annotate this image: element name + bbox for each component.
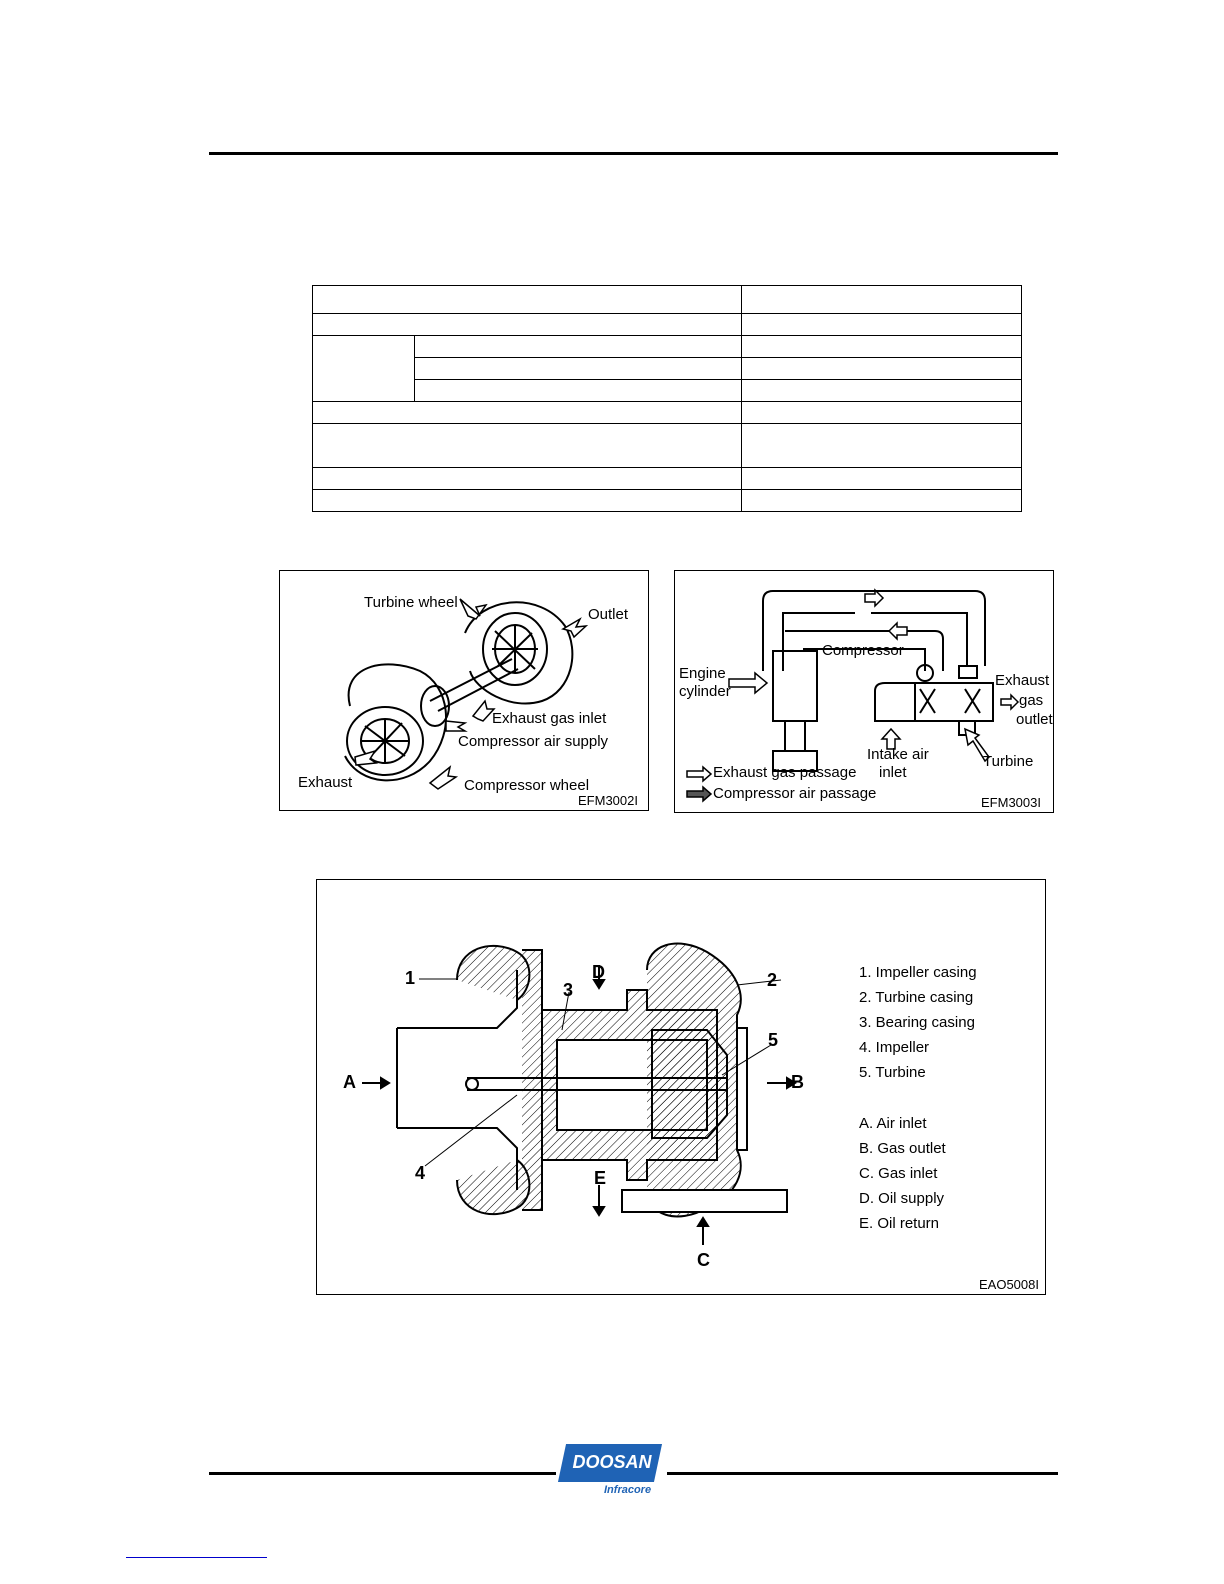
table-row <box>312 335 1022 402</box>
callout-c: C <box>697 1250 710 1270</box>
legend-compressor-air-passage: Compressor air passage <box>713 785 877 802</box>
figure-code: EAO5008I <box>979 1277 1039 1292</box>
spec-table <box>312 285 1022 512</box>
table-row <box>312 489 1022 512</box>
label-compressor-air-supply: Compressor air supply <box>458 733 609 750</box>
doosan-logo: DOOSAN Infracore <box>557 1440 663 1502</box>
logo-text: DOOSAN <box>572 1452 652 1472</box>
table-row <box>312 285 1022 314</box>
table-row <box>312 313 1022 336</box>
legend-item: C. Gas inlet <box>859 1165 938 1182</box>
callout-a: A <box>343 1072 356 1092</box>
callout-2: 2 <box>767 970 778 990</box>
figure-turbocharger-cross-section: 1 2 3 4 5 A B C D E 1. Impeller casing 2… <box>316 879 1046 1295</box>
legend-item: B. Gas outlet <box>859 1140 946 1157</box>
header-rule <box>209 152 1058 155</box>
table-row <box>313 357 1022 380</box>
figure-code: EFM3002I <box>578 793 638 808</box>
callout-5: 5 <box>768 1030 779 1050</box>
callout-b: B <box>791 1072 804 1092</box>
label-inlet: inlet <box>879 764 907 781</box>
callout-d: D <box>592 962 605 982</box>
label-gas: gas <box>1019 692 1044 709</box>
callout-4: 4 <box>415 1163 426 1183</box>
label-compressor-wheel: Compressor wheel <box>464 777 590 794</box>
label-outlet: Outlet <box>588 606 629 623</box>
footer-rule-right <box>667 1472 1058 1475</box>
legend-item: A. Air inlet <box>859 1115 927 1132</box>
logo-subtext: Infracore <box>604 1484 652 1496</box>
legend-item: 3. Bearing casing <box>859 1014 975 1031</box>
table-row <box>312 467 1022 490</box>
legend-item: E. Oil return <box>859 1215 940 1232</box>
turbocharger-illustration <box>344 598 589 790</box>
cross-section-drawing <box>362 942 797 1245</box>
table-row <box>313 379 1022 402</box>
table-row <box>312 423 1022 468</box>
label-intake-air: Intake air <box>867 746 929 763</box>
label-turbine-wheel: Turbine wheel <box>364 594 458 611</box>
label-exhaust-gas-inlet: Exhaust gas inlet <box>492 710 607 727</box>
figure-code: EFM3003I <box>981 795 1041 810</box>
legend-item: 1. Impeller casing <box>859 964 977 981</box>
label-turbine: Turbine <box>983 753 1034 770</box>
passage-schematic <box>686 588 1020 803</box>
bottom-link-line <box>126 1557 267 1558</box>
legend-item: D. Oil supply <box>859 1190 945 1207</box>
table-row <box>312 401 1022 424</box>
legend-item: 4. Impeller <box>859 1039 930 1056</box>
label-exhaust: Exhaust <box>995 672 1050 689</box>
legend-exhaust-gas-passage: Exhaust gas passage <box>713 764 857 781</box>
label-cylinder: cylinder <box>679 683 731 700</box>
callout-e: E <box>594 1168 607 1188</box>
label-compressor: Compressor <box>822 642 904 659</box>
legend-item: 5. Turbine <box>859 1064 926 1081</box>
footer-rule-left <box>209 1472 556 1475</box>
label-outlet: outlet <box>1016 711 1053 728</box>
callout-1: 1 <box>405 968 416 988</box>
label-exhaust: Exhaust <box>298 774 353 791</box>
figure-turbocharger-flow: Turbine wheel Outlet Exhaust gas inlet C… <box>279 570 649 811</box>
callout-3: 3 <box>563 980 574 1000</box>
label-engine: Engine <box>679 665 726 682</box>
figure-air-passage-schematic: Compressor Engine cylinder Exhaust gas o… <box>674 570 1054 813</box>
legend-item: 2. Turbine casing <box>859 989 974 1006</box>
